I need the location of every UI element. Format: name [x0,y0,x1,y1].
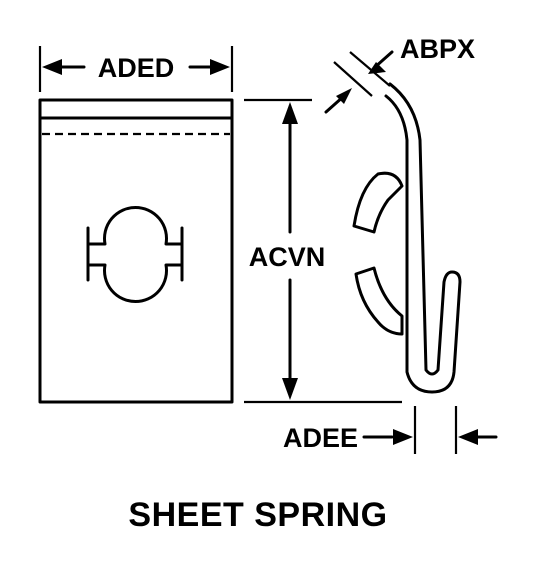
width-dimension: ADED [38,46,234,92]
gap-dimension: ADEE [283,406,498,454]
height-label: ACVN [249,242,326,272]
plate-outline [38,98,234,404]
height-arrow-top [282,102,298,124]
spring-upper-tab [352,171,404,234]
spring-lower-tab [354,266,404,336]
spring-profile [384,82,462,394]
diagram-caption: SHEET SPRING [128,496,387,534]
thickness-arrow-upper [368,62,386,74]
front-view [38,98,234,404]
thickness-arrow-lower [336,88,352,104]
gap-arrow-right [458,429,478,445]
side-view [352,82,462,394]
gap-arrow-left [393,429,413,445]
height-dimension: ACVN [244,98,402,404]
gap-label: ADEE [283,423,358,453]
width-label: ADED [98,53,175,83]
height-arrow-bottom [282,378,298,400]
keyhole-slot [86,205,184,304]
width-arrow-left [42,59,62,75]
thickness-label: ABPX [400,34,475,64]
width-arrow-right [210,59,230,75]
thickness-dimension: ABPX [324,34,475,114]
